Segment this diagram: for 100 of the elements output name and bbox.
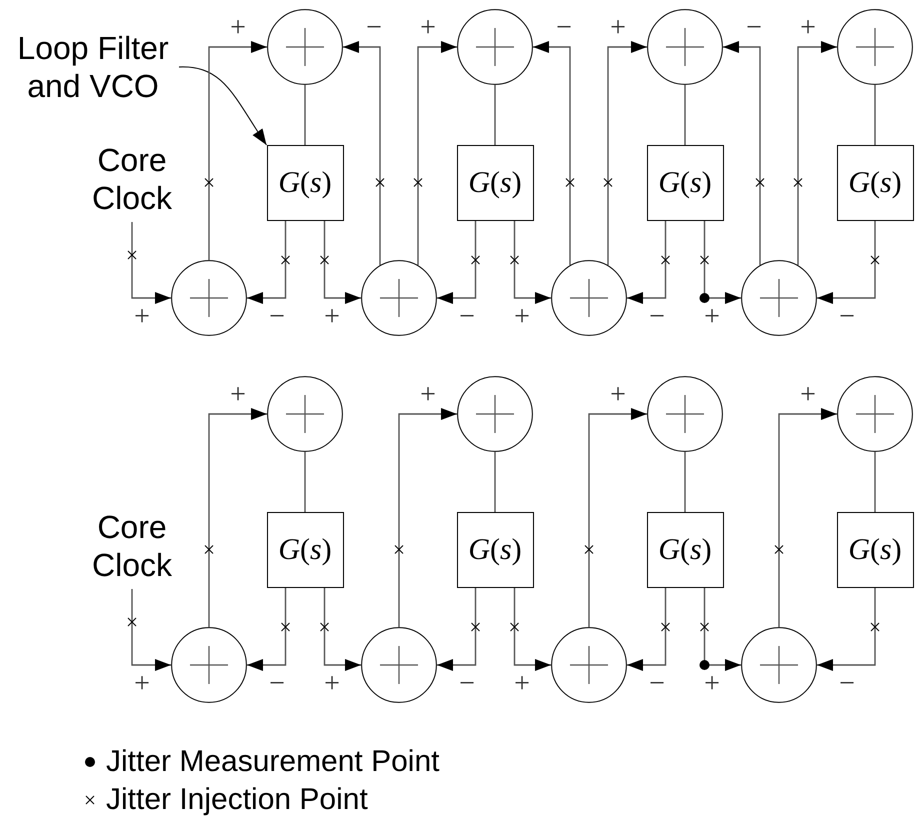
transfer-function-label: G(s) [278,535,332,565]
signal-line [874,452,876,512]
summing-junction [361,260,437,336]
signal-arrow [533,41,571,266]
signal-arrow [627,221,666,304]
signal-arrow [817,588,876,671]
signal-arrow [417,41,457,266]
signal-arrow [247,588,286,671]
polarity-sign: + [420,14,436,42]
summing-junction [837,376,913,452]
signal-name: Loop Filter and VCO [16,29,170,105]
transfer-function-box [456,145,534,221]
summing-junction [741,627,817,703]
signal-line [304,85,306,145]
signal-arrow [437,588,476,671]
signal-arrow [208,408,267,627]
transfer-function-label: G(s) [278,168,332,198]
signal-arrow [797,41,837,266]
polarity-sign: − [746,14,762,42]
signal-arrow [588,408,647,627]
polarity-sign: − [366,14,382,42]
transfer-function-box [266,145,344,221]
polarity-sign: + [800,14,816,42]
polarity-sign: + [134,670,150,698]
transfer-function-box [646,512,724,588]
signal-arrow [704,588,741,671]
transfer-function-label: G(s) [658,168,712,198]
polarity-sign: + [420,381,436,409]
signal-arrow [324,221,361,304]
transfer-function-label: G(s) [848,168,902,198]
polarity-sign: + [704,670,720,698]
summing-junction [551,627,627,703]
polarity-sign: + [610,14,626,42]
transfer-function-box [646,145,724,221]
signal-arrow [627,588,666,671]
polarity-sign: − [269,670,285,698]
signal-arrow [131,589,171,671]
polarity-sign: + [324,670,340,698]
summing-junction [457,376,533,452]
transfer-function-box [836,145,914,221]
summing-junction [837,9,913,85]
polarity-sign: + [704,303,720,331]
summing-junction [267,9,343,85]
summing-junction [171,627,247,703]
polarity-sign: + [230,381,246,409]
transfer-function-label: G(s) [658,535,712,565]
signal-line [874,85,876,145]
polarity-sign: − [649,303,665,331]
polarity-sign: − [556,14,572,42]
polarity-sign: + [514,303,530,331]
legend-text: Jitter Measurement Point [106,747,440,777]
transfer-function-box [836,512,914,588]
transfer-function-label: G(s) [848,535,902,565]
polarity-sign: − [649,670,665,698]
polarity-sign: + [134,303,150,331]
summing-junction [647,376,723,452]
summing-junction [171,260,247,336]
polarity-sign: + [230,14,246,42]
legend-text: Jitter Injection Point [106,785,368,815]
polarity-sign: − [839,303,855,331]
signal-arrow [208,41,267,260]
polarity-sign: + [514,670,530,698]
signal-arrow [514,221,551,304]
polarity-sign: + [324,303,340,331]
signal-arrow [704,221,741,304]
summing-junction [647,9,723,85]
transfer-function-box [266,512,344,588]
signal-arrow [437,221,476,304]
polarity-sign: − [459,670,475,698]
polarity-sign: − [459,303,475,331]
signal-name: Core Clock [90,141,173,217]
signal-arrow [398,408,457,627]
signal-arrow [131,222,171,304]
summing-junction [361,627,437,703]
signal-arrow [343,41,381,266]
signal-name: Core Clock [90,508,173,584]
signal-arrow [514,588,551,671]
summing-junction [267,376,343,452]
transfer-function-label: G(s) [468,168,522,198]
signal-arrow [247,221,286,304]
signal-line [494,85,496,145]
signal-line [684,452,686,512]
signal-line [304,452,306,512]
signal-arrow [817,221,876,304]
signal-arrow [324,588,361,671]
summing-junction [457,9,533,85]
signal-arrow [778,408,837,627]
polarity-sign: + [610,381,626,409]
signal-line [494,452,496,512]
summing-junction [741,260,817,336]
signal-arrow [607,41,647,266]
polarity-sign: − [269,303,285,331]
summing-junction [551,260,627,336]
polarity-sign: + [800,381,816,409]
transfer-function-box [456,512,534,588]
transfer-function-label: G(s) [468,535,522,565]
polarity-sign: − [839,670,855,698]
leader-arrow [178,66,267,146]
signal-arrow [723,41,761,266]
signal-line [684,85,686,145]
